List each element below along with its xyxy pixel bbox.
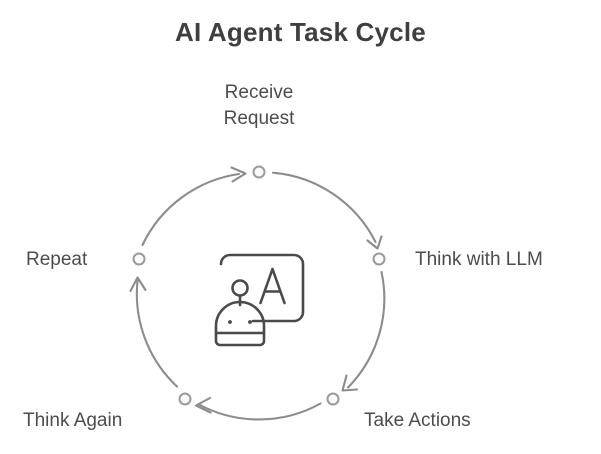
letter-a-glyph [259, 267, 286, 305]
robot-right-eye [248, 320, 252, 324]
node-think-with-llm[interactable] [372, 252, 386, 266]
node-repeat[interactable] [132, 252, 146, 266]
cycle-nodes [132, 165, 386, 406]
arc-take-actions-to-think-again [194, 396, 322, 421]
page-title: AI Agent Task Cycle [175, 17, 426, 47]
arc-think-again-to-repeat [129, 276, 179, 388]
robot-antenna-bulb [231, 279, 249, 297]
label-think-with-llm: Think with LLM [415, 249, 543, 270]
label-receive-request: Receive Request [223, 82, 295, 129]
robot-left-eye [228, 320, 232, 324]
ai-robot-speech-bubble-icon [214, 253, 305, 347]
label-repeat: Repeat [26, 249, 88, 270]
speech-bubble-shape [219, 253, 305, 323]
label-think-again: Think Again [23, 410, 123, 431]
node-think-again[interactable] [178, 392, 192, 406]
robot-head-shape [214, 300, 266, 347]
label-take-actions: Take Actions [364, 410, 471, 431]
arc-receive-to-think-llm [271, 171, 383, 250]
node-take-actions[interactable] [326, 392, 340, 406]
arc-think-llm-to-take-actions [341, 270, 386, 392]
cycle-arcs [129, 166, 386, 421]
arc-repeat-to-receive [141, 166, 247, 247]
node-receive-request[interactable] [252, 165, 266, 179]
